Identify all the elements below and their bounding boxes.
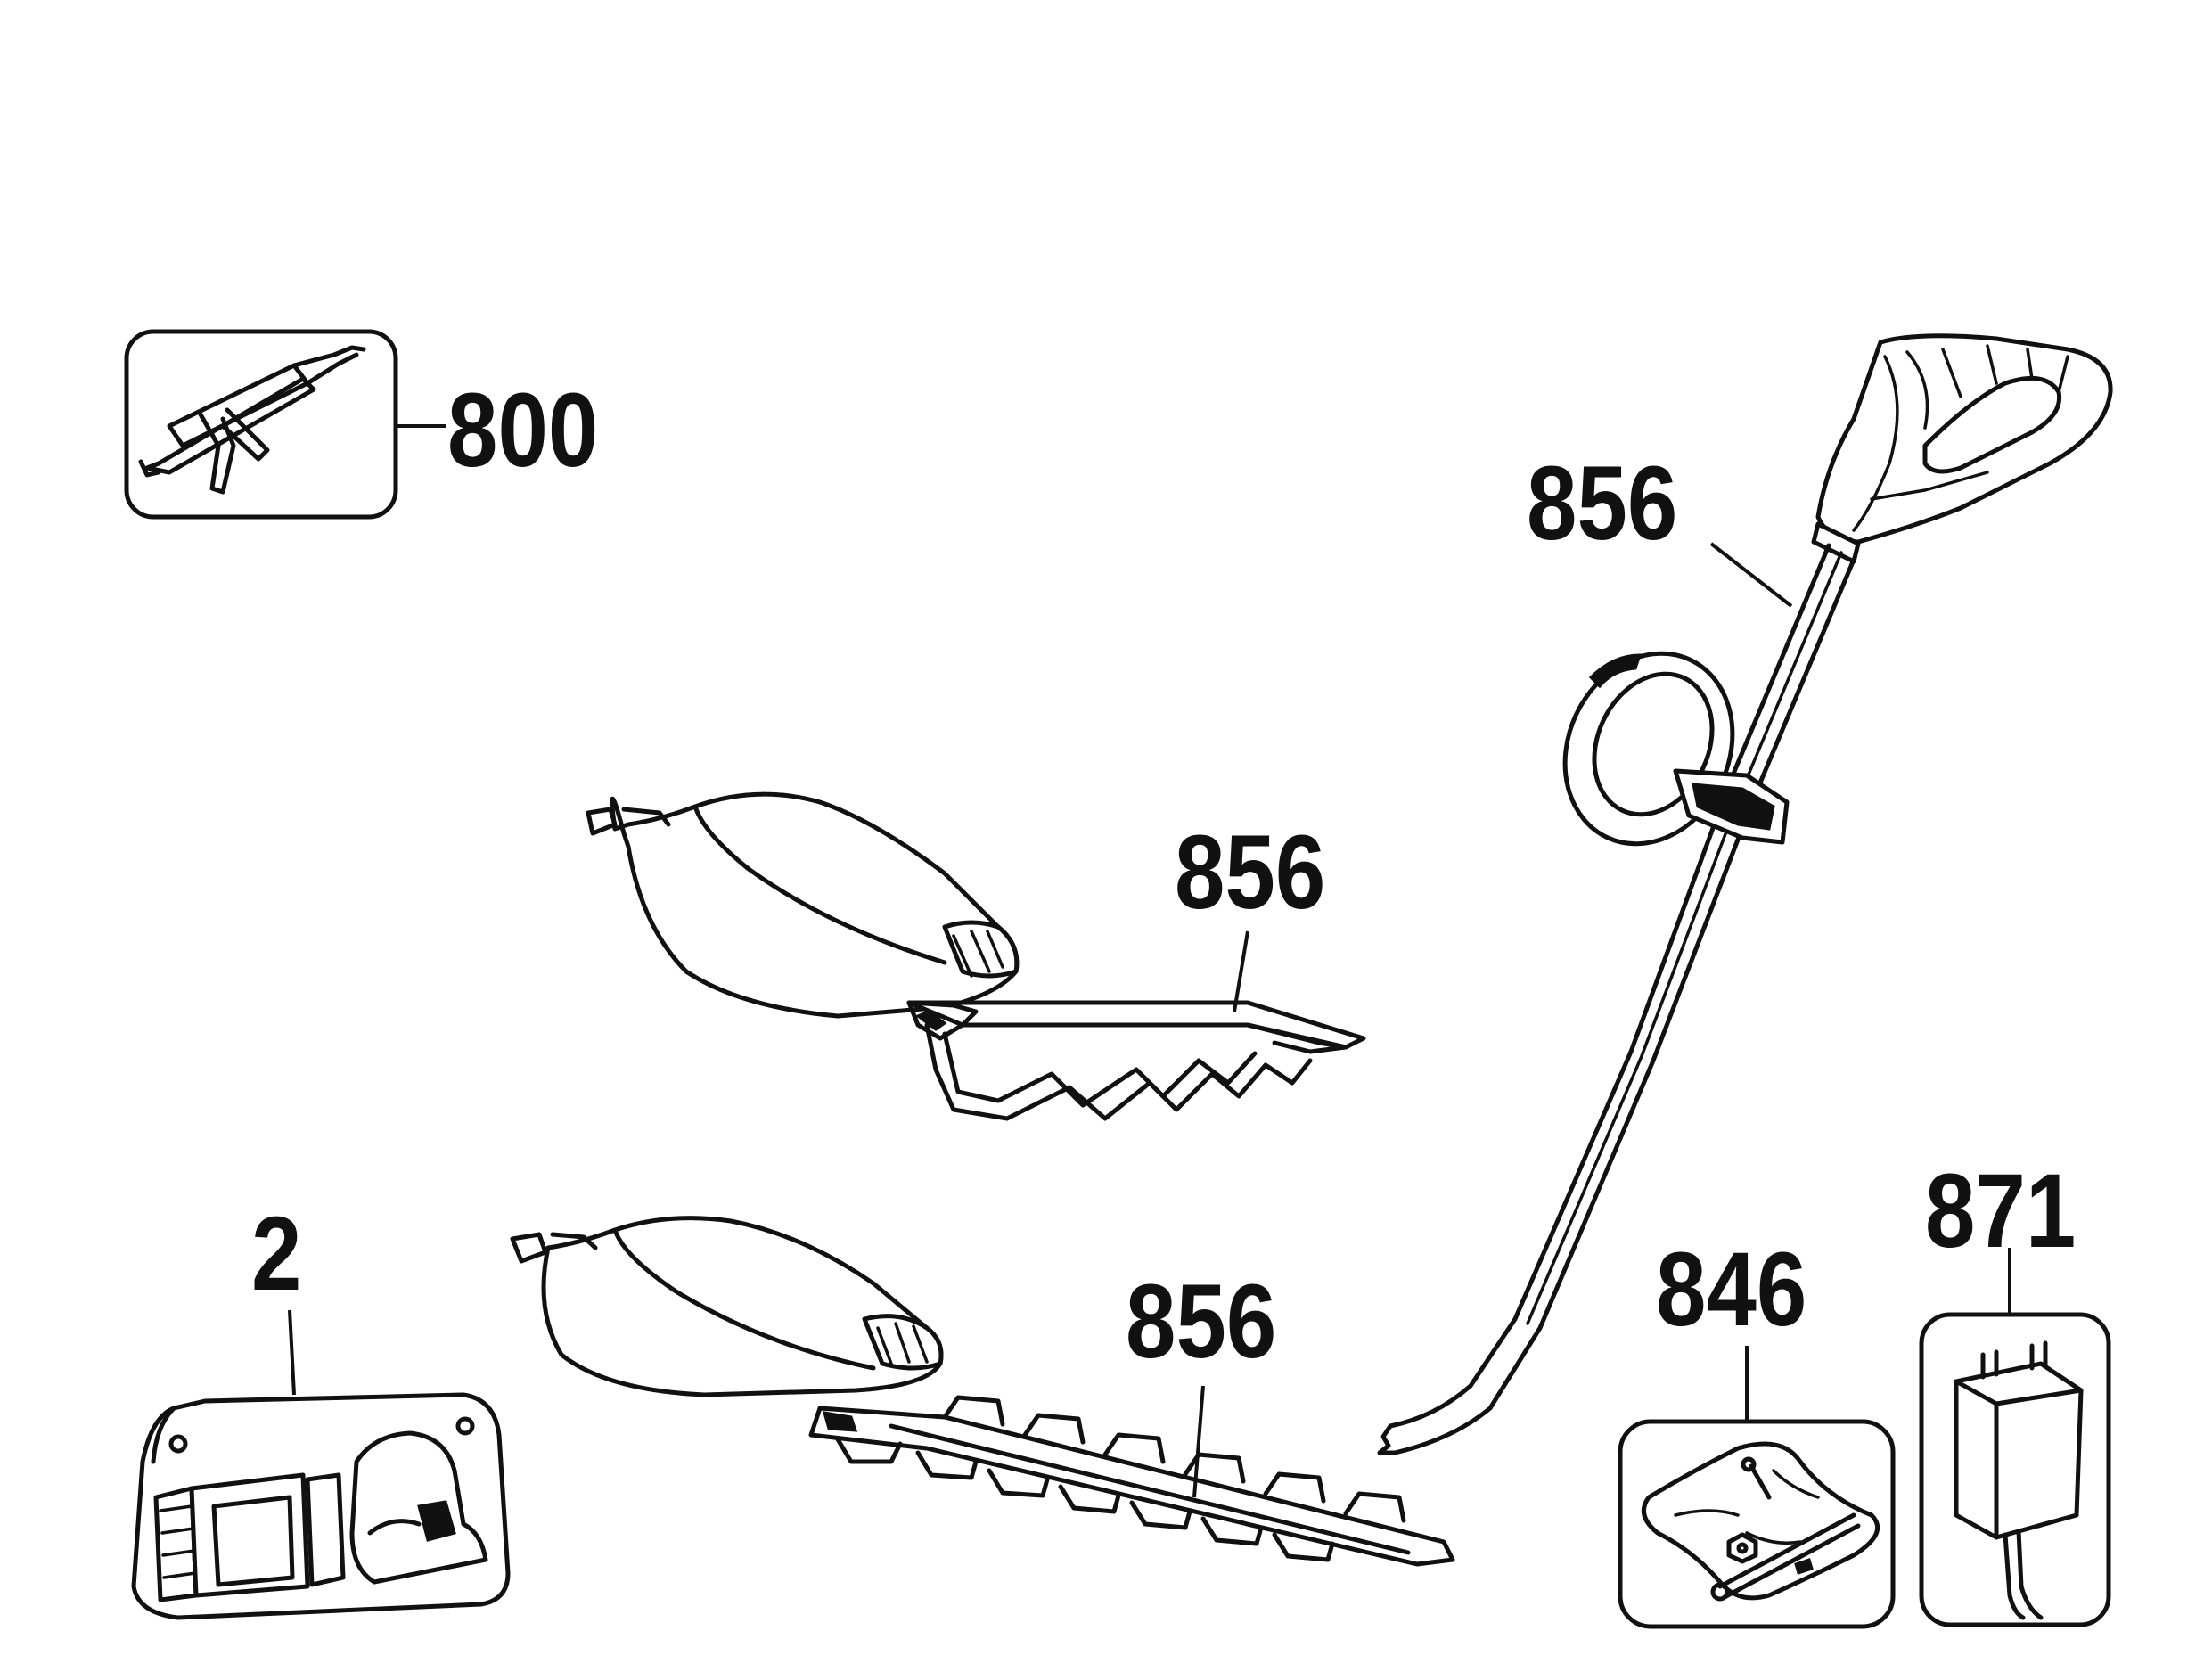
hardware-box (1618, 1419, 1896, 1629)
leader-856-hedge (1192, 1385, 1205, 1498)
hardware-bag-part (1618, 1346, 1896, 1629)
leader-856-shear (1233, 930, 1249, 1012)
leader-2 (288, 1309, 296, 1396)
grease-gun-box (124, 329, 398, 520)
callout-2: 2 (251, 1195, 302, 1313)
handle-pole (1388, 543, 1831, 1429)
shear-upper-blade (906, 1000, 1366, 1050)
long-handle-part (1377, 333, 2113, 1455)
charger-box (1919, 1312, 2111, 1627)
leader-856-handle (1709, 542, 1793, 608)
callout-871: 871 (1925, 1152, 2077, 1270)
guard-ring (1562, 651, 1735, 847)
callout-856-hedge: 856 (1126, 1263, 1277, 1381)
charger-part (1919, 1248, 2111, 1627)
hardware-bag (1641, 1441, 1880, 1601)
callout-800: 800 (447, 372, 599, 489)
shear-teeth (924, 1022, 1313, 1121)
callout-846: 846 (1656, 1231, 1807, 1348)
battery-part (131, 1309, 511, 1620)
shear-head-part (586, 791, 1366, 1121)
charger-body (1954, 1361, 2084, 1540)
grease-gun-part (124, 329, 446, 520)
callout-856-shear: 856 (1175, 814, 1326, 931)
callout-856-handle: 856 (1527, 445, 1678, 562)
hedge-head-part (510, 1216, 1455, 1567)
hedge-housing (541, 1216, 944, 1397)
shear-housing (610, 791, 1020, 1019)
